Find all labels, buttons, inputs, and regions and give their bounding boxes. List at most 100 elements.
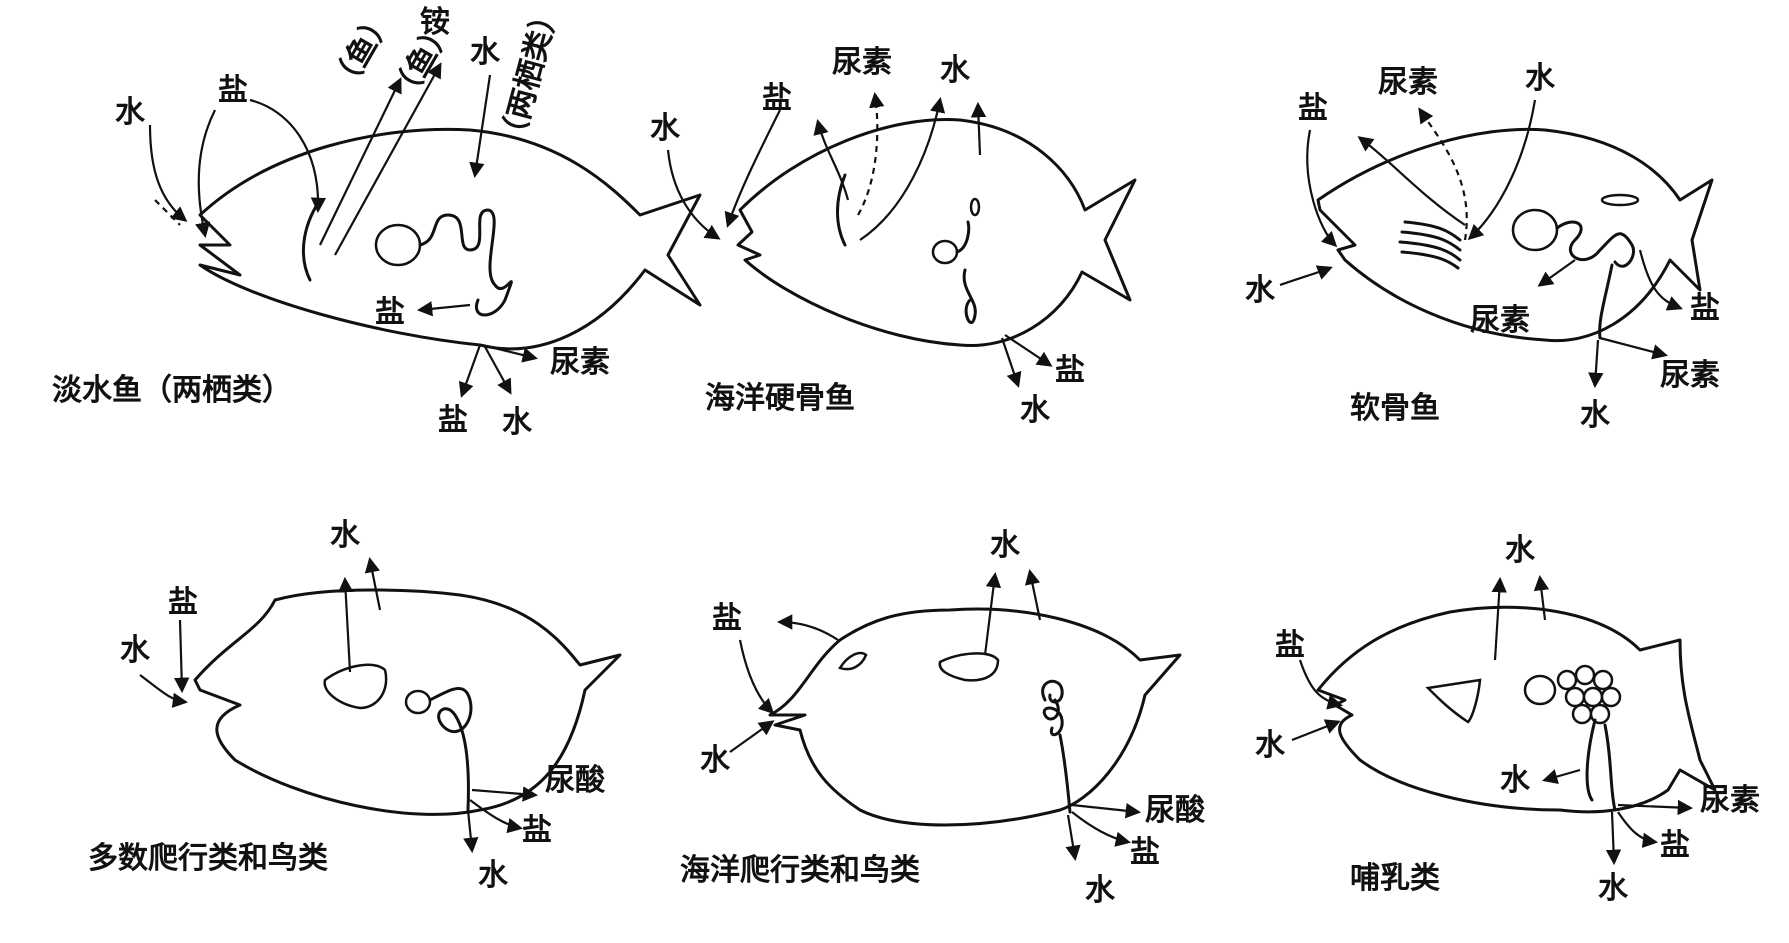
arrow-water-in — [1467, 99, 1537, 241]
arrow-salt-in-mouth — [1306, 129, 1338, 248]
kidney-tubule — [1555, 220, 1635, 340]
label-water-out: 水 — [502, 405, 533, 440]
arrow-ammonium-out-2 — [334, 62, 442, 256]
arrow-urea-reabsorb — [1537, 259, 1576, 287]
panel-freshwater-fish: 水 盐 （鱼） （鱼） 铵 水 （两栖类） 盐 尿素 盐 水 淡水鱼（两栖类） — [52, 0, 702, 440]
label-salt: 盐 — [712, 601, 742, 636]
arrow-water-reabsorb — [1542, 768, 1581, 785]
label-salt: 盐 — [1275, 628, 1305, 663]
label-water-out: 水 — [478, 858, 509, 893]
fin-mark — [1600, 193, 1640, 207]
arrow-water-out-kidney — [463, 809, 479, 854]
arrow-salt-reabsorb — [416, 301, 471, 317]
arrow-salt-in-mouth — [195, 109, 216, 239]
arrow-water-out — [483, 344, 512, 395]
body-outline — [768, 607, 1182, 827]
arrow-salt-in — [1298, 659, 1343, 710]
panel-mammals: 盐 水 水 水 尿素 盐 水 哺乳类 — [1255, 533, 1760, 906]
label-water-out: 水 — [1020, 393, 1051, 428]
label-salt-kidney: 盐 — [375, 295, 405, 330]
caption-reptiles-birds: 多数爬行类和鸟类 — [88, 841, 328, 876]
lung-organ — [1425, 678, 1482, 724]
arrow-salt-out-gill — [813, 119, 850, 201]
caption-cartilaginous-fish: 软骨鱼 — [1350, 391, 1440, 426]
label-water-out: 水 — [1598, 871, 1629, 906]
label-urea: 尿素 — [550, 345, 610, 380]
arrow-water-in — [666, 149, 721, 240]
glomerulus-circle — [374, 223, 422, 267]
label-water: 水 — [650, 111, 681, 146]
arrow-salt-in — [173, 619, 190, 694]
label-urea-out: 尿素 — [1660, 358, 1720, 393]
label-water-top: 水 — [940, 53, 971, 88]
panel-reptiles-birds: 水 盐 水 尿酸 盐 水 多数爬行类和鸟类 — [88, 518, 622, 893]
kidney-glomeruli-cluster — [1556, 664, 1622, 725]
arrow-salt-out — [1357, 136, 1466, 226]
kidney-tubule — [418, 208, 513, 317]
arrow-urea-out — [481, 343, 538, 363]
arrow-ammonium-out-1 — [319, 77, 402, 246]
label-urea: 尿素 — [1378, 65, 1438, 100]
arrow-salt-out — [1071, 811, 1132, 847]
gill-slit-3 — [1398, 240, 1462, 262]
label-water-in: 水 — [1255, 728, 1286, 763]
arrow-water-in-amphibian — [469, 74, 492, 179]
caption-marine-bony-fish: 海洋硬骨鱼 — [705, 381, 855, 416]
loop-of-henle — [1585, 718, 1617, 812]
lung-organ — [323, 663, 388, 710]
arrow-salt-out — [458, 344, 482, 398]
label-uric-acid: 尿酸 — [1145, 793, 1206, 828]
caption-freshwater-fish: 淡水鱼（两栖类） — [52, 373, 292, 408]
arrow-urea-out — [1617, 799, 1694, 816]
arrow-water-out-2 — [1533, 574, 1550, 621]
arrow-water-out-kidney — [1605, 811, 1622, 866]
arrow-water-out-kidney — [1065, 814, 1081, 862]
gill-slit-2 — [1400, 230, 1462, 252]
arrow-salt-in-mouth — [724, 109, 781, 228]
label-salt: 盐 — [218, 73, 248, 108]
arrow-urea-out — [1418, 107, 1468, 241]
label-urea: 尿素 — [832, 45, 892, 80]
arrow-water-out-2 — [1024, 568, 1042, 621]
arrow-salt-out — [1617, 811, 1659, 848]
gill-slit-1 — [1403, 220, 1462, 242]
label-salt-out: 盐 — [1660, 828, 1690, 863]
arrow-water-in — [139, 674, 189, 708]
label-water-top: 水 — [330, 518, 361, 553]
arrow-salt-out — [469, 799, 524, 834]
label-water-top: 水 — [1505, 533, 1536, 568]
arrow-water-out-body — [970, 101, 987, 156]
label-salt-out: 盐 — [1055, 353, 1085, 388]
salt-gland-organ — [838, 651, 868, 671]
glomerulus-circle — [931, 239, 959, 265]
label-ammonium: 铵 — [420, 5, 450, 40]
arrow-water-out-1 — [983, 571, 1002, 656]
label-amphibian: （两栖类） — [494, 0, 567, 152]
label-uric-acid: 尿酸 — [545, 763, 606, 798]
arrow-water-out-kidney — [1588, 339, 1604, 389]
arrow-salt-rectal — [1638, 249, 1683, 311]
label-water-top: 水 — [990, 528, 1021, 563]
arrow-salt-in-mouth — [738, 639, 775, 715]
arrow-water-in-mouth — [1279, 265, 1333, 287]
arrow-urea-out — [857, 91, 885, 216]
kidney-tubule — [955, 220, 977, 324]
kidney-tubule — [428, 687, 473, 812]
arrow-water-in-dashed — [154, 199, 181, 226]
arrow-water-out-1 — [1491, 576, 1507, 661]
label-water-out: 水 — [1580, 398, 1611, 433]
label-water: 水 — [120, 633, 151, 668]
label-urea: 尿素 — [1700, 783, 1760, 818]
label-water-out: 水 — [1085, 873, 1116, 908]
caption-mammals: 哺乳类 — [1350, 861, 1440, 896]
arrow-water-out-gill — [859, 96, 946, 241]
arrow-salt-out-gland — [776, 614, 839, 641]
gill-arch — [301, 198, 322, 282]
label-salt: 盐 — [762, 81, 792, 116]
kidney-mark — [969, 197, 981, 217]
label-salt: 盐 — [168, 585, 198, 620]
arrow-water-in — [148, 124, 188, 222]
arrow-uric-acid-out — [1071, 803, 1142, 819]
glomerulus-circle — [404, 689, 432, 715]
